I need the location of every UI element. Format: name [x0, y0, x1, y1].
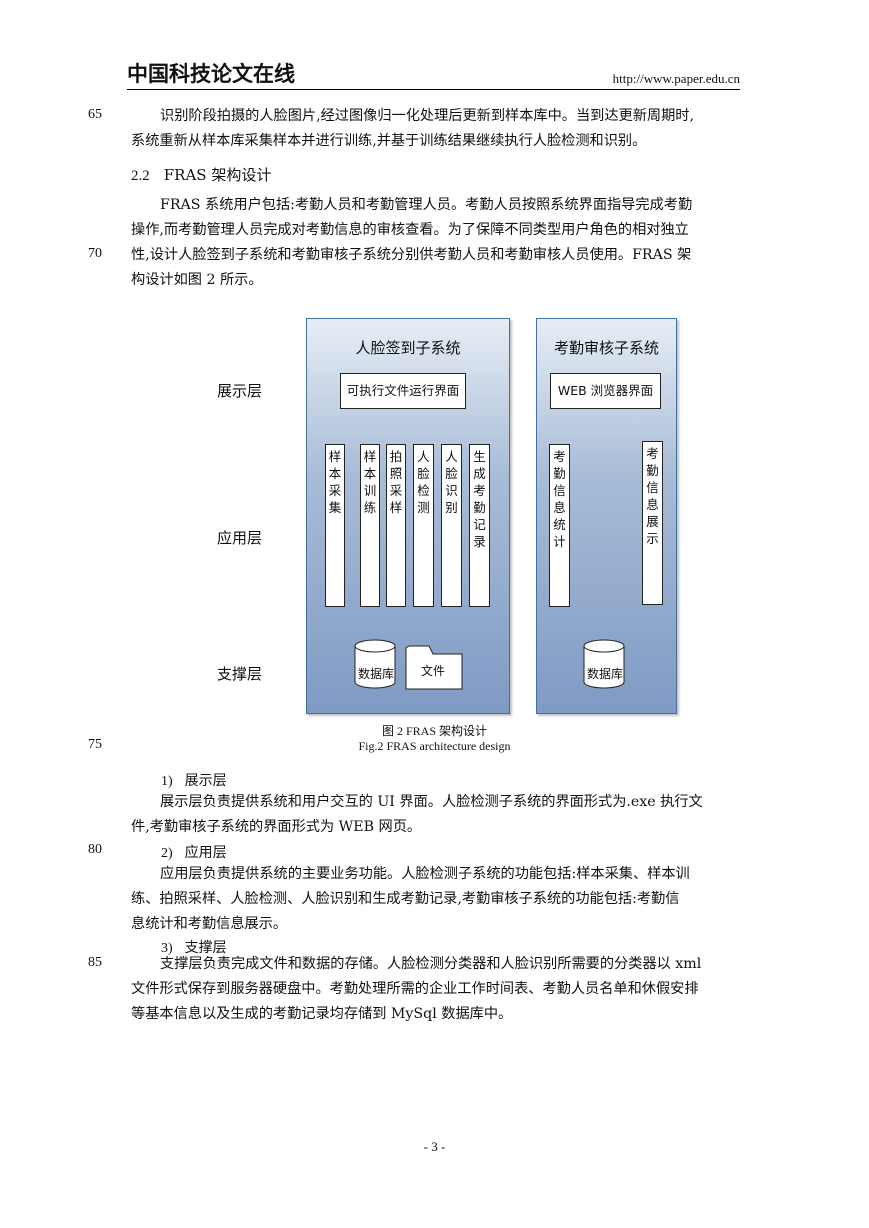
header-url[interactable]: http://www.paper.edu.cn — [612, 71, 740, 86]
attendance-review-subsystem-panel: 考勤审核子系统 WEB 浏览器界面 考勤信息统计 考勤信息展示 数据库 — [536, 318, 677, 714]
logo-text: 中国科技论文在线 — [127, 62, 295, 86]
database-icon — [583, 639, 625, 693]
executable-ui-box: 可执行文件运行界面 — [340, 373, 466, 409]
text-line: 件,考勤审核子系统的界面形式为 WEB 网页。 — [131, 819, 422, 835]
text-line: 识别阶段拍摄的人脸图片,经过图像归一化处理后更新到样本库中。当到达更新周期时, — [160, 108, 694, 124]
text-line: 练、拍照采样、人脸检测、人脸识别和生成考勤记录,考勤审核子系统的功能包括:考勤信 — [131, 891, 680, 907]
module-label: 样本采集 — [328, 449, 342, 515]
database-icon — [354, 639, 396, 693]
text-line: 等基本信息以及生成的考勤记录均存储到 MySql 数据库中。 — [131, 1006, 513, 1022]
figure-caption-cn: 图 2 FRAS 架构设计 — [381, 724, 488, 738]
text-line: FRAS 系统用户包括:考勤人员和考勤管理人员。考勤人员按照系统界面指导完成考勤 — [160, 197, 693, 213]
item-heading-1: 1) 展示层 — [161, 770, 227, 790]
text-line: 操作,而考勤管理人员完成对考勤信息的审核查看。为了保障不同类型用户角色的相对独立 — [131, 222, 689, 238]
file-label: 文件 — [420, 664, 445, 678]
layer-label-presentation: 展示层 — [217, 382, 263, 400]
architecture-figure: 展示层 应用层 支撑层 人脸签到子系统 可执行文件运行界面 样本采集 样本训练 … — [200, 316, 700, 716]
item-number: 1) — [161, 774, 173, 789]
text-line: 展示层负责提供系统和用户交互的 UI 界面。人脸检测子系统的界面形式为.exe … — [160, 794, 703, 810]
item-paragraph-1: 展示层负责提供系统和用户交互的 UI 界面。人脸检测子系统的界面形式为.exe … — [131, 790, 740, 840]
module-face-recognition: 人脸识别 — [441, 444, 462, 607]
item-number: 3) — [161, 941, 173, 956]
module-attendance-statistics: 考勤信息统计 — [549, 444, 570, 607]
module-face-detection: 人脸检测 — [413, 444, 434, 607]
paragraph-2: FRAS 系统用户包括:考勤人员和考勤管理人员。考勤人员按照系统界面指导完成考勤… — [131, 193, 740, 293]
section-title: FRAS 架构设计 — [163, 166, 272, 184]
module-label: 考勤信息统计 — [553, 449, 566, 549]
figure-caption-en: Fig.2 FRAS architecture design — [358, 739, 511, 753]
section-number: 2.2 — [131, 168, 150, 184]
item-heading-3: 3) 支撑层 — [161, 937, 227, 957]
module-label: 考勤信息展示 — [646, 446, 659, 546]
text-line: 性,设计人脸签到子系统和考勤审核子系统分别供考勤人员和考勤审核人员使用。FRAS… — [131, 247, 692, 263]
module-label: 生成考勤记录 — [473, 449, 486, 549]
database-label: 数据库 — [357, 667, 394, 681]
face-signin-subsystem-panel: 人脸签到子系统 可执行文件运行界面 样本采集 样本训练 拍照采样 人脸检测 人脸… — [306, 318, 510, 714]
line-number-75: 75 — [88, 737, 102, 752]
item-number: 2) — [161, 846, 173, 861]
layer-label-support: 支撑层 — [217, 665, 263, 683]
journal-logo: 中国科技论文在线 — [127, 60, 347, 86]
item-title: 展示层 — [184, 773, 227, 789]
header-divider — [127, 89, 740, 90]
module-label: 人脸识别 — [445, 449, 458, 515]
section-heading: 2.2 FRAS 架构设计 — [131, 164, 271, 185]
database-label: 数据库 — [586, 667, 623, 681]
item-paragraph-2: 应用层负责提供系统的主要业务功能。人脸检测子系统的功能包括:样本采集、样本训 练… — [131, 862, 740, 937]
item-title: 应用层 — [184, 845, 227, 861]
web-browser-ui-box: WEB 浏览器界面 — [550, 373, 661, 409]
module-label: 拍照采样 — [389, 449, 403, 515]
line-number-65: 65 — [88, 107, 102, 122]
line-number-80: 80 — [88, 842, 102, 857]
module-generate-attendance-record: 生成考勤记录 — [469, 444, 490, 607]
text-line: 应用层负责提供系统的主要业务功能。人脸检测子系统的功能包括:样本采集、样本训 — [160, 866, 690, 882]
item-paragraph-3: 支撑层负责完成文件和数据的存储。人脸检测分类器和人脸识别所需要的分类器以 xml… — [131, 952, 740, 1027]
item-heading-2: 2) 应用层 — [161, 842, 227, 862]
text-line: 构设计如图 2 所示。 — [131, 272, 263, 288]
line-number-70: 70 — [88, 246, 102, 261]
module-label: 样本训练 — [363, 449, 377, 515]
panel-title: 考勤审核子系统 — [553, 339, 659, 357]
line-number-85: 85 — [88, 955, 102, 970]
module-attendance-display: 考勤信息展示 — [642, 441, 663, 605]
text-line: 文件形式保存到服务器硬盘中。考勤处理所需的企业工作时间表、考勤人员名单和休假安排 — [131, 981, 699, 997]
text-line: 系统重新从样本库采集样本并进行训练,并基于训练结果继续执行人脸检测和识别。 — [131, 133, 647, 149]
module-label: 人脸检测 — [417, 449, 430, 515]
file-folder-icon — [405, 642, 463, 694]
module-photo-sampling: 拍照采样 — [386, 444, 406, 607]
text-line: 支撑层负责完成文件和数据的存储。人脸检测分类器和人脸识别所需要的分类器以 xml — [160, 956, 702, 972]
paragraph-1: 识别阶段拍摄的人脸图片,经过图像归一化处理后更新到样本库中。当到达更新周期时, … — [131, 104, 740, 154]
text-line: 息统计和考勤信息展示。 — [131, 916, 288, 932]
page-number: - 3 - — [423, 1139, 446, 1154]
module-sample-collection: 样本采集 — [325, 444, 345, 607]
layer-label-application: 应用层 — [217, 529, 263, 547]
panel-title: 人脸签到子系统 — [355, 339, 461, 357]
module-sample-training: 样本训练 — [360, 444, 380, 607]
item-title: 支撑层 — [184, 940, 227, 956]
